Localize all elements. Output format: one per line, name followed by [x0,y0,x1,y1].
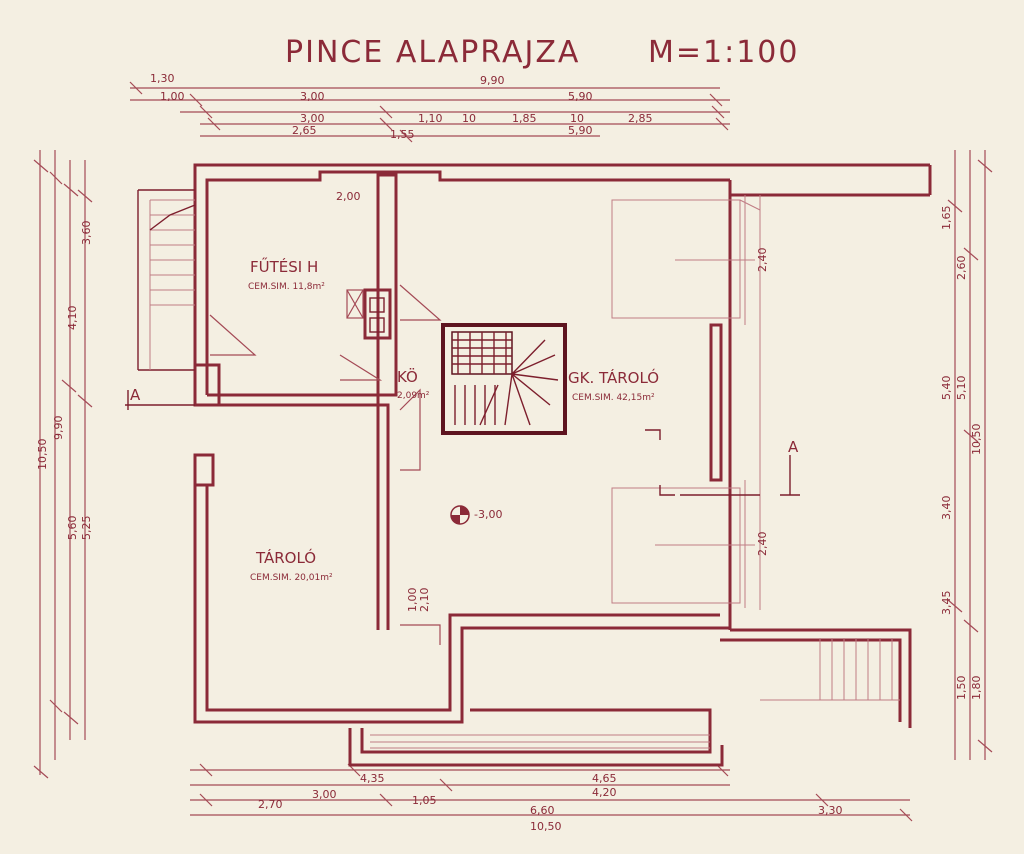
dim-bot-4-20: 4,20 [592,786,617,799]
room-area-futes: CEM.SIM. 11,8m² [248,282,325,292]
dim-bot-1-05: 1,05 [412,794,437,807]
dim-right-1-65: 1,65 [940,206,953,231]
dim-bot-4-35: 4,35 [360,772,385,785]
dim-top-2-65: 2,65 [292,124,317,137]
dim-top-2-85: 2,85 [628,112,653,125]
dim-top-5-90a: 5,90 [568,90,593,103]
dim-left-10-50: 10,50 [36,439,49,471]
dim-left-4-10: 4,10 [66,306,79,331]
dim-top-3-00b: 3,00 [300,112,325,125]
dim-left-5-60: 5,60 [66,516,79,541]
dim-door-1-00: 1,00 [406,588,419,613]
dim-top-1-85: 1,85 [512,112,537,125]
bottom-entrance-steps [370,734,710,749]
dim-left-5-25: 5,25 [80,516,93,541]
chimney [346,288,392,340]
dim-top-3-00a: 3,00 [300,90,325,103]
dim-top-1-10: 1,10 [418,112,443,125]
dim-top-10a: 10 [462,112,476,125]
dim-top-1-55: 1,55 [390,128,415,141]
dim-top-10b: 10 [570,112,584,125]
plan-title: PINCE ALAPRAJZA [285,35,580,70]
left-dimension-lines [33,150,93,779]
room-label-ko: KÖ [397,367,418,386]
level-marker [450,505,470,525]
car-outlines [611,195,761,610]
dim-right-1-80: 1,80 [970,676,983,701]
interior-walls [193,173,723,630]
dim-bot-3-30: 3,30 [818,804,843,817]
dim-left-9-90: 9,90 [52,416,65,441]
right-exterior-stairs [760,638,900,701]
room-label-tarolo: TÁROLÓ [255,548,316,567]
dim-door-2-40b: 2,40 [756,532,769,557]
left-exterior-stairs [137,189,196,371]
dim-right-2-60: 2,60 [955,256,968,281]
exterior-walls [193,163,932,767]
central-staircase [441,323,567,435]
dim-top-1-00: 1,00 [160,90,185,103]
dim-bot-10-50: 10,50 [530,820,562,833]
room-label-gk: GK. TÁROLÓ [568,368,659,387]
dim-left-3-60: 3,60 [80,221,93,246]
room-area-tarolo: CEM.SIM. 20,01m² [250,573,333,583]
dim-right-5-40: 5,40 [940,376,953,401]
dim-door-2-40a: 2,40 [756,248,769,273]
dim-top-1-30: 1,30 [150,72,175,85]
dim-top-5-90b: 5,90 [568,124,593,137]
room-area-gk: CEM.SIM. 42,15m² [572,393,655,403]
room-label-futes: FŰTÉSI H [250,256,318,276]
room-area-ko: 2,09m² [397,391,430,401]
section-mark-right: A [788,438,799,456]
plan-scale: M=1:100 [648,35,799,70]
dim-right-5-10: 5,10 [955,376,968,401]
dim-right-1-50: 1,50 [955,676,968,701]
dim-bot-2-70: 2,70 [258,798,283,811]
level-value: -3,00 [474,508,502,521]
dim-door-2-00: 2,00 [336,190,361,203]
top-dimension-lines [129,81,730,143]
door-swings [209,284,442,645]
bottom-dimension-lines [190,763,913,822]
dim-right-3-40: 3,40 [940,496,953,521]
dim-bot-3-00: 3,00 [312,788,337,801]
dim-bot-4-65: 4,65 [592,772,617,785]
dim-right-10-50: 10,50 [970,424,983,456]
dim-right-3-45: 3,45 [940,591,953,616]
section-mark-left: A [130,386,141,404]
dim-door-2-10: 2,10 [418,588,431,613]
right-dimension-lines [947,150,993,760]
dim-bot-6-60: 6,60 [530,804,555,817]
dim-top-9-90: 9,90 [480,74,505,87]
section-markers [125,390,800,496]
